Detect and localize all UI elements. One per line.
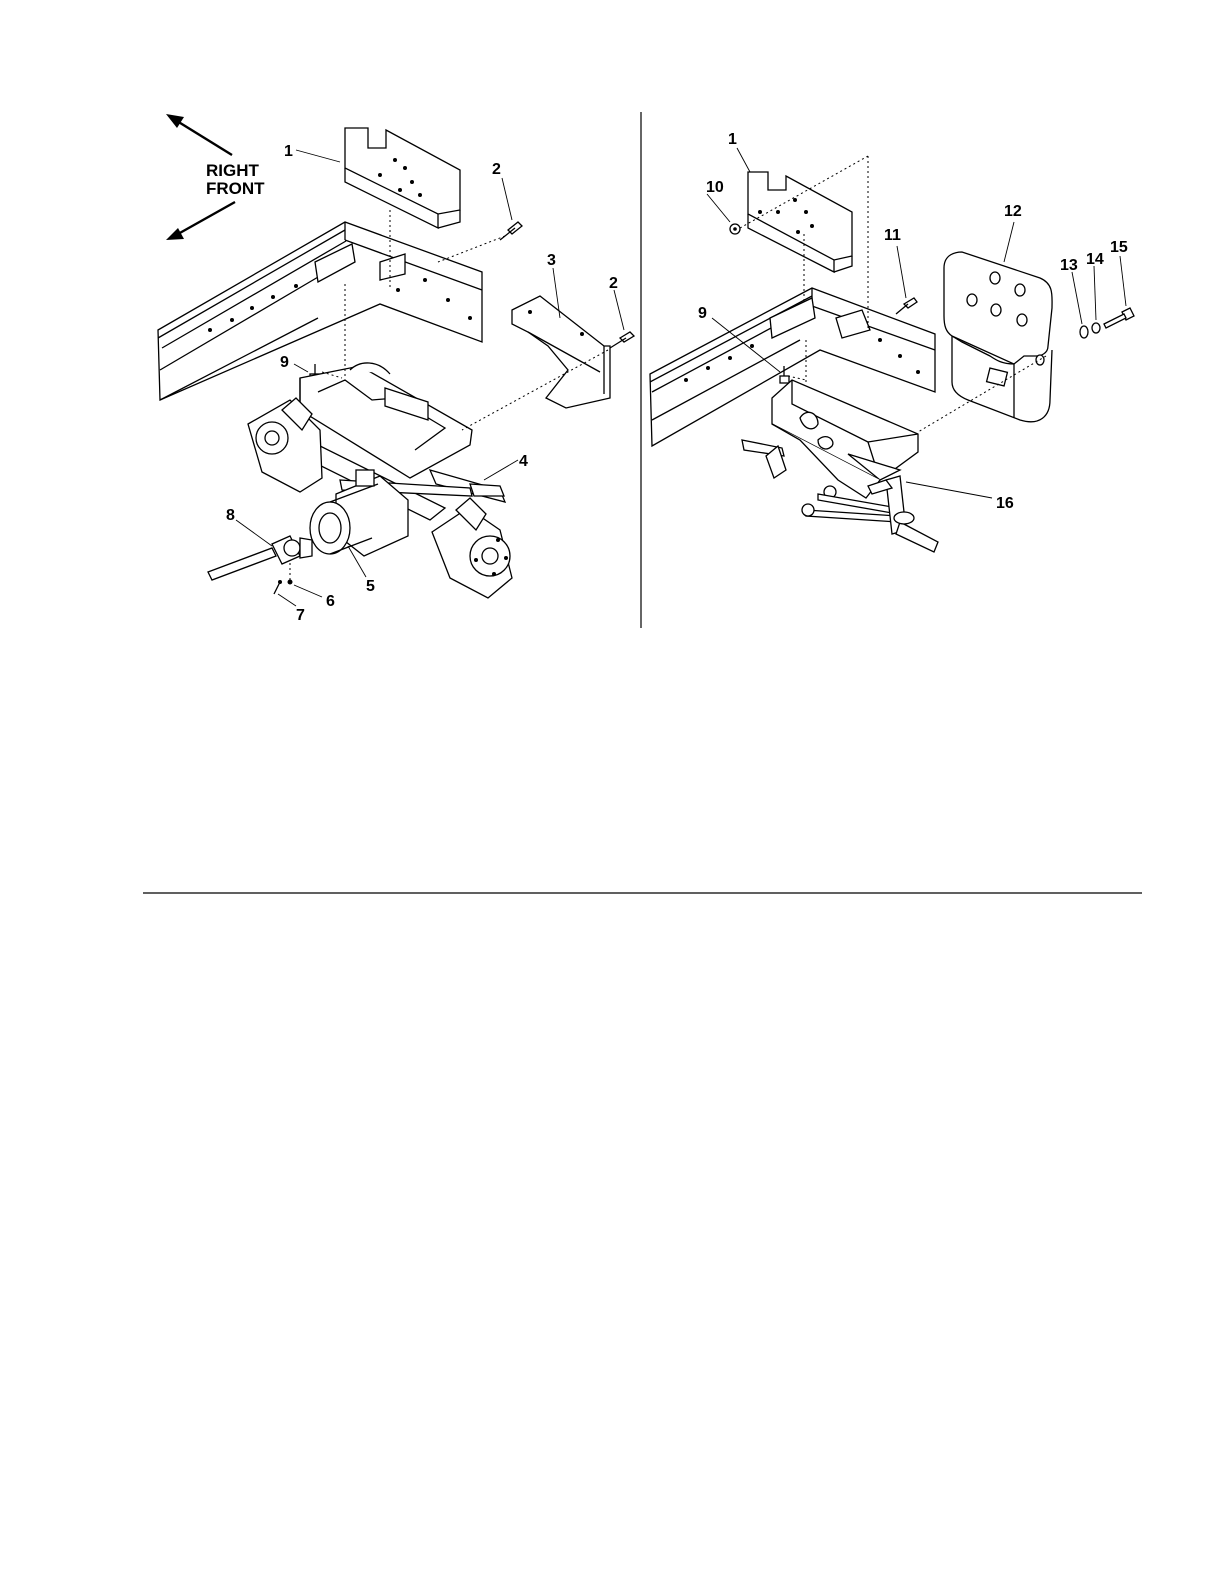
left-exploded-view: RIGHT FRONT [158, 114, 634, 624]
front-axle-16 [742, 380, 938, 552]
callout-16: 16 [996, 495, 1014, 512]
pin-6 [288, 560, 293, 585]
bolt-11 [896, 298, 917, 314]
callout-7: 7 [296, 607, 305, 624]
drive-shaft-8 [208, 536, 312, 580]
callout-14: 14 [1086, 251, 1104, 268]
callout-4: 4 [519, 453, 528, 470]
callout-1-right: 1 [728, 131, 737, 148]
callout-8: 8 [226, 507, 235, 524]
mounting-plate-1-left [345, 128, 460, 228]
frame-rail [158, 222, 482, 400]
mounting-plate-1-right [748, 172, 852, 272]
right-exploded-view: 1 9 10 11 12 13 14 15 16 [650, 131, 1134, 552]
bracket-3 [512, 296, 610, 408]
callout-15: 15 [1110, 239, 1128, 256]
callout-2-upper: 2 [492, 161, 501, 178]
callout-9-right: 9 [698, 305, 707, 322]
callout-1-left: 1 [284, 143, 293, 160]
washer-13 [1080, 326, 1088, 338]
callout-2-lower: 2 [609, 275, 618, 292]
counterweight-12 [944, 252, 1052, 422]
callout-6: 6 [326, 593, 335, 610]
direction-label-front: FRONT [206, 179, 265, 198]
direction-label-right: RIGHT [206, 161, 260, 180]
callout-10: 10 [706, 179, 724, 196]
screw-7 [274, 580, 282, 594]
callout-3: 3 [547, 252, 556, 269]
callout-9-left: 9 [280, 354, 289, 371]
direction-arrows: RIGHT FRONT [166, 114, 265, 240]
callout-5: 5 [366, 578, 375, 595]
bolt-2-lower [610, 332, 634, 348]
bolt-15 [1104, 308, 1134, 328]
lock-washer-14 [1092, 323, 1100, 333]
nut-10 [730, 224, 740, 234]
callout-13: 13 [1060, 257, 1078, 274]
callout-12: 12 [1004, 203, 1022, 220]
bolt-2-upper [500, 222, 522, 240]
callout-11: 11 [884, 227, 901, 244]
